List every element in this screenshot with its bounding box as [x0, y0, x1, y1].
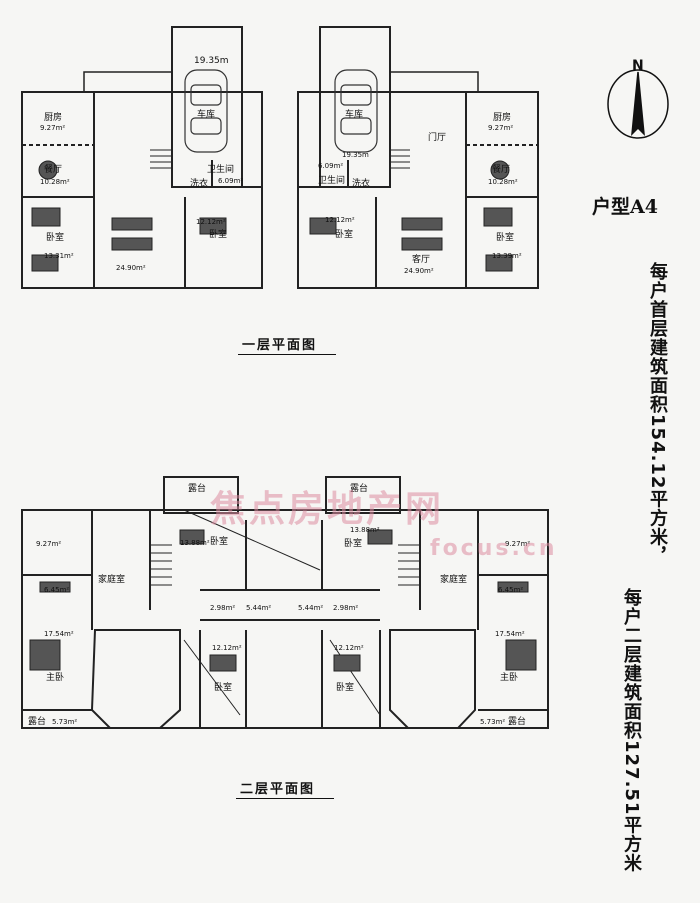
floor2-caption-underline: [236, 798, 334, 799]
watermark-line1: 焦点房地产网: [210, 489, 445, 530]
floor1-caption-underline: [238, 354, 336, 355]
f1-living-right: 客厅: [412, 253, 430, 265]
f2-master-left: 主卧: [46, 671, 64, 683]
f1-bedroom-a: 卧室: [46, 231, 64, 243]
f2-bedroom-area-small-right: 12.12m²: [334, 644, 364, 652]
f1-garage-label-left: 车库: [197, 108, 215, 120]
watermark-line2: focus.cn: [430, 536, 558, 561]
f1-bedroom-b-right: 卧室: [335, 228, 353, 240]
f2-bedroom-area-top-left: 13.88m²: [180, 539, 210, 547]
f1-living-area-left: 24.90m²: [116, 264, 146, 272]
f2-small-area-b-right: 5.44m²: [298, 604, 323, 612]
area-text-first-floor: 每户首层建筑面积154.12平方米，: [647, 262, 668, 566]
area-text-second-floor: 每户二层建筑面积127.51平方米: [621, 588, 642, 873]
f2-small-area-a-right: 2.98m²: [333, 604, 358, 612]
floor2-caption: 二层平面图: [240, 782, 316, 797]
f2-closet-area-right: 6.45m²: [498, 586, 523, 594]
f1-garage-area-right: 19.35m: [342, 151, 369, 159]
f1-laundry-left: 洗衣: [190, 177, 208, 189]
f1-kitchen-right: 厨房: [493, 111, 511, 123]
f2-terrace-area-bottom-left: 5.73m²: [52, 718, 77, 726]
f1-dining-left: 餐厅: [44, 163, 62, 175]
f1-bedroom-area-a: 13.31m²: [44, 252, 74, 260]
f2-bedroom-top-right: 卧室: [344, 537, 362, 549]
f1-dining-area-left: 10.28m²: [40, 178, 70, 186]
compass-letter: N: [632, 58, 644, 74]
f1-kitchen-area-right: 9.27m²: [488, 124, 513, 132]
f2-master-right: 主卧: [500, 671, 518, 683]
f1-garage-label-right: 车库: [345, 108, 363, 120]
f1-dining-right: 餐厅: [492, 163, 510, 175]
f1-living-area-right: 24.90m²: [404, 267, 434, 275]
f2-terrace-top-left: 露台: [188, 482, 206, 494]
unit-type-title: 户型A4: [592, 196, 658, 218]
f1-dining-area-right: 10.28m²: [488, 178, 518, 186]
floor1-caption: 一层平面图: [242, 338, 318, 353]
f2-master-area-right: 17.54m²: [495, 630, 525, 638]
f1-bath-area-left: 6.09m²: [218, 177, 243, 185]
f1-bath-right: 卫生间: [318, 174, 345, 186]
f2-bedroom-small-right: 卧室: [336, 681, 354, 693]
compass: [607, 69, 669, 139]
f2-master-area-left: 17.54m²: [44, 630, 74, 638]
f2-small-area-a-left: 2.98m²: [210, 604, 235, 612]
f2-family-left: 家庭室: [98, 573, 125, 585]
floor2-walls: [21, 476, 549, 729]
f2-bedroom-small-left: 卧室: [214, 681, 232, 693]
f1-bedroom-area-b-left: 12.12m²: [196, 218, 226, 226]
f1-kitchen-left: 厨房: [44, 111, 62, 123]
f1-bedroom-c: 卧室: [496, 231, 514, 243]
f2-bath-area-left: 9.27m²: [36, 540, 61, 548]
f2-bedroom-area-top-right: 13.88m²: [350, 526, 380, 534]
f2-terrace-top-right: 露台: [350, 482, 368, 494]
f2-bedroom-area-small-left: 12.12m²: [212, 644, 242, 652]
f2-terrace-bottom-left: 露台: [28, 715, 46, 727]
f2-bath-area-right: 9.27m²: [505, 540, 530, 548]
f1-kitchen-area-left: 9.27m²: [40, 124, 65, 132]
f2-small-area-b-left: 5.44m²: [246, 604, 271, 612]
f1-foyer: 门厅: [428, 131, 446, 143]
f1-bath-area-right: 6.09m²: [318, 162, 343, 170]
f1-laundry-right: 洗衣: [352, 177, 370, 189]
f2-terrace-bottom-right: 露台: [508, 715, 526, 727]
f2-bedroom-top-left: 卧室: [210, 535, 228, 547]
f1-bath-left: 卫生间: [207, 163, 234, 175]
f2-family-right: 家庭室: [440, 573, 467, 585]
f1-bedroom-b-left: 卧室: [209, 228, 227, 240]
f1-garage-area-left: 19.35m: [194, 56, 229, 66]
f2-closet-area-left: 6.45m²: [44, 586, 69, 594]
f2-terrace-area-bottom-right: 5.73m²: [480, 718, 505, 726]
floor1-left-walls: [21, 26, 263, 289]
f1-bedroom-area-c: 13.39m²: [492, 252, 522, 260]
f1-bedroom-area-b-right: 12.12m²: [325, 216, 355, 224]
floor1-right-walls: [297, 26, 539, 289]
